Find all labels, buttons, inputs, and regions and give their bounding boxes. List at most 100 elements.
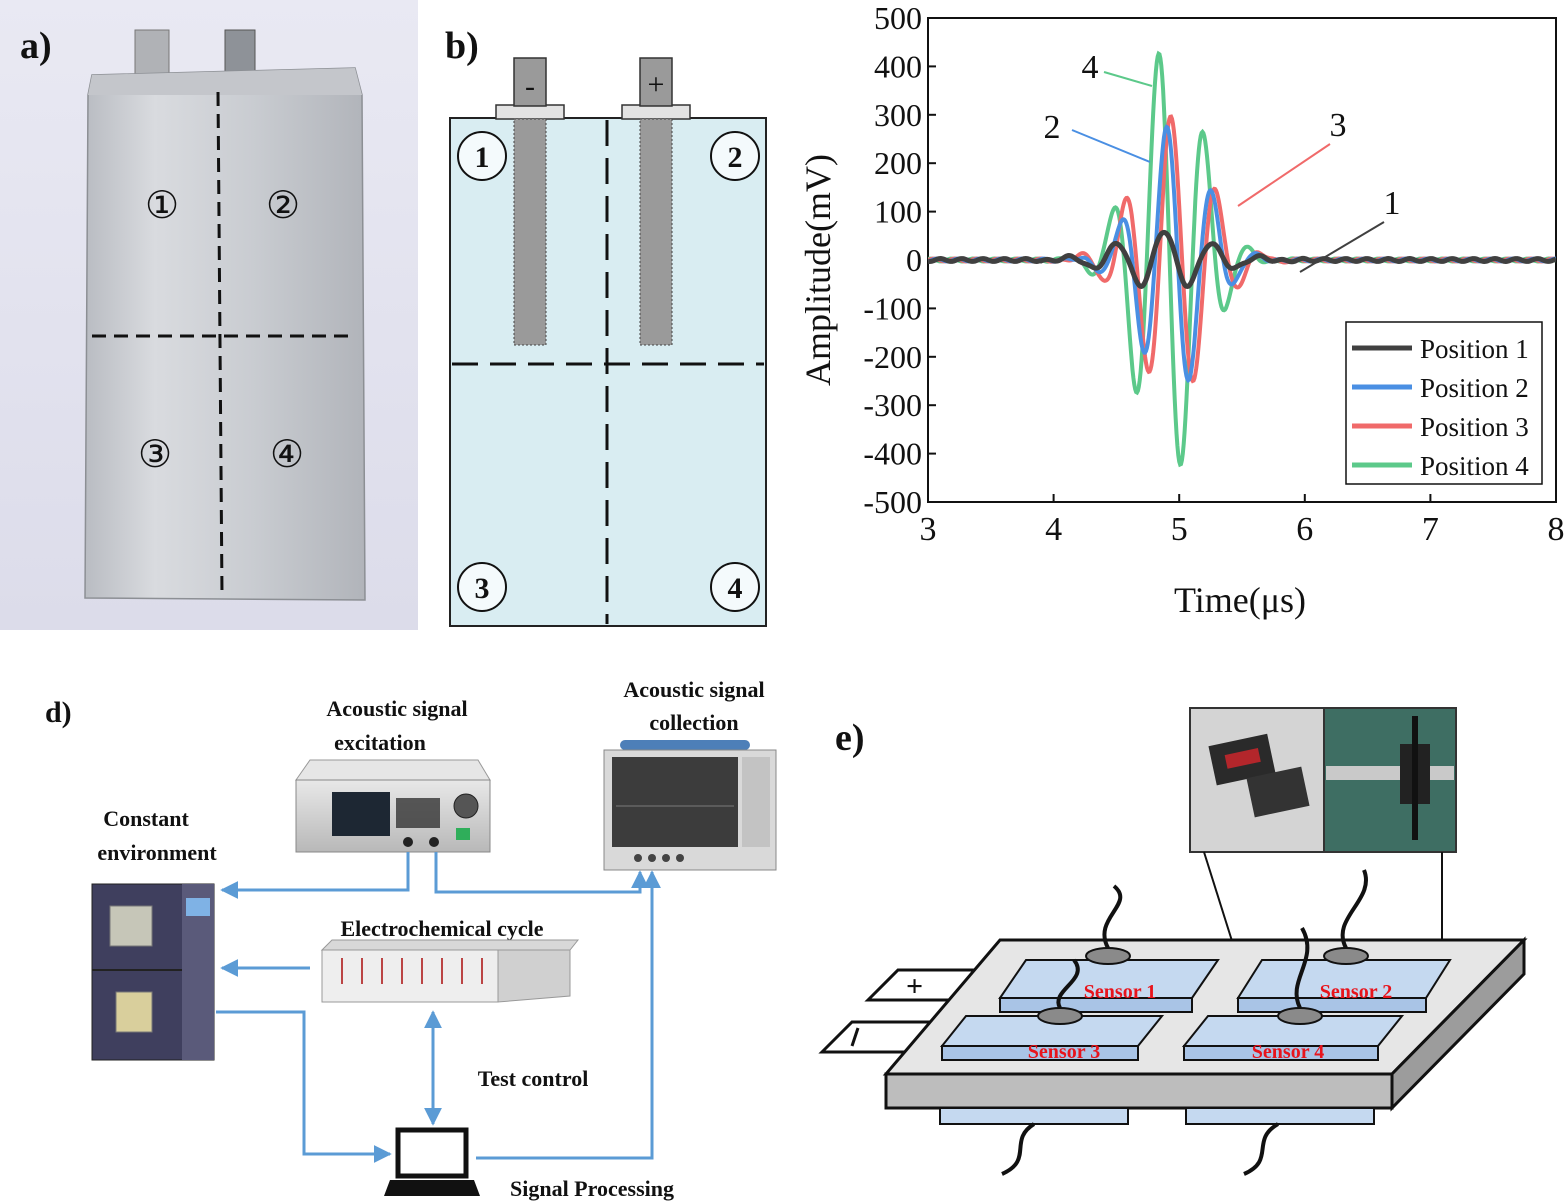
panel-b-schematic: b) - + 1 2 3 4: [445, 25, 767, 627]
signal-processing-label: Signal Processing: [510, 1176, 674, 1201]
y-tick-label-4: 100: [874, 194, 922, 230]
pouch-cell-top-seal: [88, 68, 362, 95]
pos-tab-base: [621, 104, 691, 120]
region-label-3: ③: [138, 434, 172, 476]
sensor-photo-inset: [1189, 707, 1457, 853]
y-tick-label-6: -100: [863, 290, 922, 326]
environment-label-line2: environment: [97, 840, 217, 865]
panel-c-chart: c) 3456785004003002001000-100-200-300-40…: [798, 0, 1565, 620]
sensor-4: Sensor 4: [1181, 927, 1405, 1063]
y-tick-label-1: 400: [874, 48, 922, 84]
position-marker-1: 1: [457, 131, 507, 181]
pos-terminal-label: +: [648, 68, 665, 101]
cell-side-face: [1390, 936, 1526, 1112]
y-tick-label-2: 300: [874, 97, 922, 133]
environment-label-line1: Constant: [103, 806, 189, 831]
position-label-1: 1: [475, 141, 490, 174]
annotation-label-2: 2: [1044, 109, 1061, 146]
cell-front-face: [884, 1072, 1394, 1110]
electrochem-label: Electrochemical cycle: [341, 916, 544, 941]
x-tick-label-3: 6: [1296, 511, 1313, 548]
pos-electrode: [639, 118, 673, 346]
oscilloscope-screen: [612, 757, 738, 847]
panel-label-a: a): [20, 25, 52, 67]
legend-label-3: Position 3: [1420, 412, 1529, 442]
x-tick-label-0: 3: [920, 511, 937, 548]
panel-label-d: d): [45, 696, 72, 729]
position-marker-2: 2: [710, 131, 760, 181]
panel-label-b: b): [445, 25, 479, 67]
legend-label-4: Position 4: [1420, 451, 1529, 481]
sensor-3-label: Sensor 3: [1028, 1041, 1100, 1063]
arrow-generator-to-chamber: [220, 852, 410, 899]
oscilloscope-device: [603, 740, 777, 871]
annotation-label-4: 4: [1082, 49, 1099, 86]
panel-e-sensor-layout: e) +: [818, 707, 1528, 1176]
sensor-2: Sensor 2: [1236, 869, 1452, 1013]
arrow-generator-to-scope: [434, 852, 649, 894]
position-marker-3: 3: [457, 562, 507, 612]
y-tick-label-0: 500: [874, 0, 922, 36]
annotation-line-3: [1237, 143, 1331, 207]
annotation-line-4: [1103, 71, 1153, 87]
battery-cycler-device: [320, 939, 580, 1003]
panel-label-e: e): [835, 717, 865, 759]
series-line-1: [928, 229, 1556, 290]
region-label-1: ①: [145, 185, 179, 227]
neg-terminal: [513, 57, 547, 107]
y-axis-title: Amplitude(mV): [798, 154, 838, 386]
position-marker-4: 4: [710, 562, 760, 612]
position-label-2: 2: [728, 141, 743, 174]
bottom-sensor-left: [939, 1107, 1129, 1125]
position-label-4: 4: [728, 572, 743, 605]
legend-label-2: Position 2: [1420, 373, 1529, 403]
x-tick-label-5: 8: [1548, 511, 1565, 548]
neg-electrode: [513, 118, 547, 346]
x-axis-title: Time(μs): [1174, 580, 1306, 620]
neg-terminal-label: -: [525, 70, 535, 103]
y-tick-label-5: 0: [906, 242, 922, 278]
y-tick-label-9: -400: [863, 436, 922, 472]
pouch-cell-photo: [84, 67, 366, 601]
environment-chamber-device: [91, 883, 215, 1061]
laptop-icon: [384, 1127, 480, 1196]
collection-label-line1: Acoustic signal: [623, 677, 764, 702]
divider-vertical-a: [216, 91, 224, 596]
y-tick-label-8: -300: [863, 387, 922, 423]
region-label-2: ②: [266, 185, 300, 227]
sensor-1-label: Sensor 1: [1084, 981, 1156, 1003]
plus-label: +: [906, 970, 923, 1003]
bottom-sensor-right: [1185, 1107, 1375, 1125]
y-tick-label-3: 200: [874, 145, 922, 181]
pos-terminal: [639, 57, 673, 107]
signal-generator-device: [295, 759, 491, 853]
sensor-4-label: Sensor 4: [1252, 1041, 1324, 1063]
collection-label-line2: collection: [649, 710, 738, 735]
panel-d-setup: d) Acoustic signal excitation Acoustic s…: [45, 677, 777, 1201]
annotation-line-2: [1071, 129, 1151, 163]
y-tick-label-7: -200: [863, 339, 922, 375]
sensor-1: Sensor 1: [998, 884, 1220, 1013]
neg-tab-base: [495, 104, 565, 120]
cell-tab-left: [134, 29, 170, 79]
x-tick-label-1: 4: [1045, 511, 1062, 548]
sensor-2-label: Sensor 2: [1320, 981, 1392, 1003]
generator-screen: [332, 792, 390, 836]
y-tick-label-10: -500: [863, 484, 922, 520]
x-tick-label-2: 5: [1171, 511, 1188, 548]
annotation-line-1: [1299, 221, 1385, 273]
x-tick-label-4: 7: [1422, 511, 1439, 548]
arrow-laptop-to-scope: [476, 870, 661, 1160]
sensor-3: Sensor 3: [939, 958, 1165, 1063]
region-label-4: ④: [270, 434, 304, 476]
test-control-label: Test control: [478, 1066, 589, 1091]
legend-label-1: Position 1: [1420, 334, 1529, 364]
connection-arrows: [216, 852, 661, 1163]
position-label-3: 3: [475, 572, 490, 605]
cell-tab-right: [224, 29, 256, 79]
arrow-chamber-to-laptop: [216, 1010, 392, 1163]
excitation-label-line2: excitation: [334, 730, 426, 755]
annotation-label-3: 3: [1330, 107, 1347, 144]
excitation-label-line1: Acoustic signal: [326, 696, 467, 721]
